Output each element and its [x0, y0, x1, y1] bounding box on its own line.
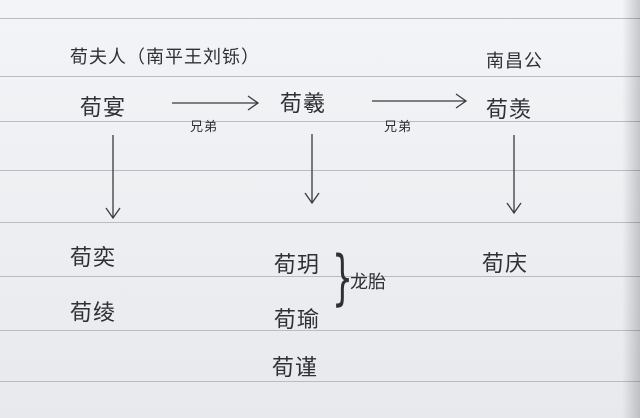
- arrowhead-sibling-2: [455, 93, 468, 109]
- gen2-left-name-2: 荀绫: [70, 301, 117, 326]
- ruled-line: [0, 330, 640, 331]
- lady-xun-label: 荀夫人（南平王刘铄）: [70, 47, 260, 68]
- gen1-left-name: 荀宴: [80, 96, 127, 121]
- ruled-line: [0, 18, 640, 19]
- arrowhead-sibling-1: [247, 95, 260, 111]
- gen1-right-name: 荀羡: [486, 98, 533, 123]
- relation-label-1: 兄弟: [190, 120, 219, 135]
- gen2-middle-name-3: 荀谨: [272, 356, 319, 381]
- arrowhead-down-left: [105, 207, 121, 220]
- gen2-left-name-1: 荀奕: [70, 246, 117, 271]
- gen1-middle-name: 荀羲: [280, 92, 327, 117]
- gen2-right-name: 荀庆: [482, 252, 529, 277]
- gen2-middle-name-1: 荀玥: [274, 253, 321, 278]
- bracket-label: 龙胎: [350, 272, 386, 293]
- bracket: }: [332, 243, 354, 313]
- ruled-line: [0, 170, 640, 171]
- arrowhead-down-right: [506, 202, 522, 215]
- arrowhead-down-middle: [304, 192, 320, 205]
- ruled-line: [0, 381, 640, 382]
- ruled-line: [0, 121, 640, 122]
- nanchang-gong-label: 南昌公: [486, 51, 543, 72]
- ruled-line: [0, 76, 640, 77]
- ruled-line: [0, 276, 640, 277]
- gen2-middle-name-2: 荀瑜: [274, 308, 321, 333]
- relation-label-2: 兄弟: [384, 120, 413, 135]
- ruled-line: [0, 222, 640, 223]
